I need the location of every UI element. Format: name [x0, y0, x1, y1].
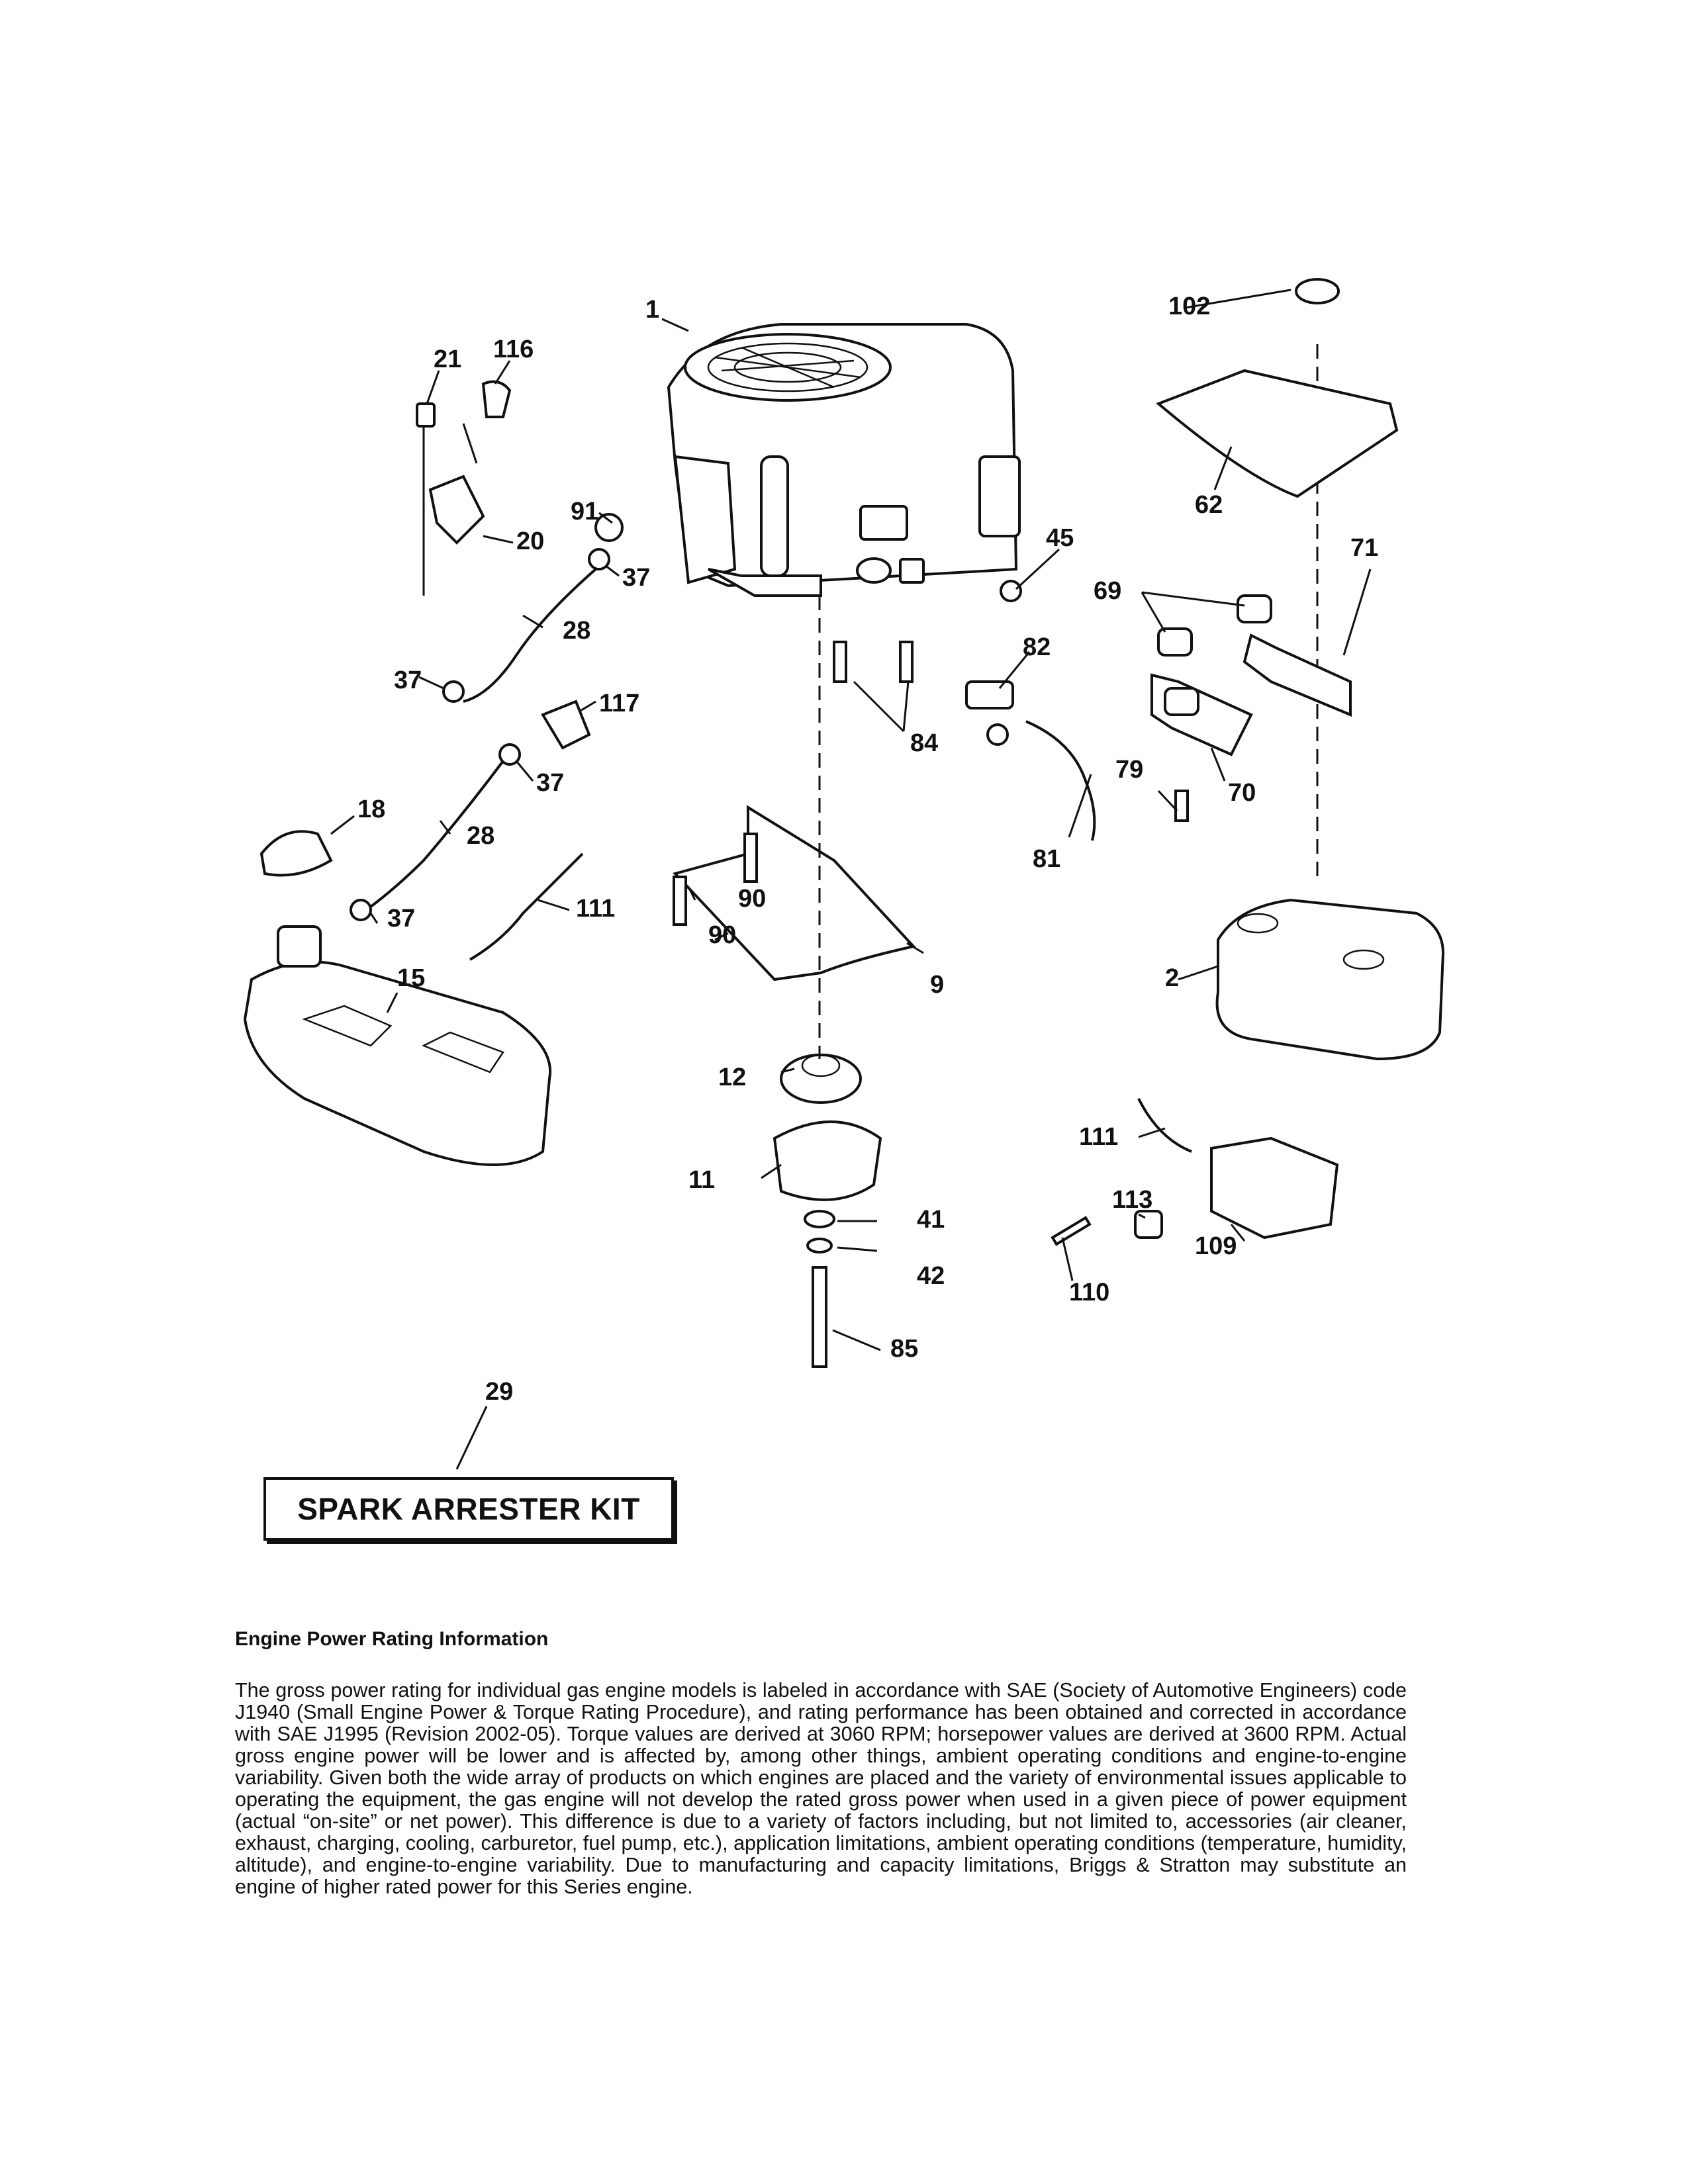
exhaust-pipe-part: [1243, 633, 1352, 717]
throttle-control-part: [416, 380, 512, 596]
callout-81: 81: [1033, 845, 1060, 873]
callout-69: 69: [1094, 577, 1121, 605]
fuel-line-part: [463, 568, 597, 703]
washer-part: [806, 1238, 833, 1253]
hose-part: [1137, 1098, 1192, 1153]
callout-18: 18: [357, 796, 385, 823]
bolt-part: [743, 833, 758, 883]
callout-37b: 37: [394, 666, 422, 694]
callout-110: 110: [1069, 1279, 1109, 1306]
callout-37d: 37: [387, 905, 415, 933]
callout-84: 84: [910, 729, 938, 757]
callout-15: 15: [397, 964, 425, 992]
callout-37a: 37: [622, 564, 650, 592]
gasket-part: [1164, 687, 1199, 716]
callout-29: 29: [485, 1378, 513, 1406]
callout-2: 2: [1165, 964, 1179, 992]
bolt-part: [833, 641, 847, 683]
spark-arrester-kit-label: SPARK ARRESTER KIT: [297, 1492, 640, 1526]
callout-9: 9: [930, 971, 944, 999]
washer-part: [804, 1210, 835, 1228]
vent-line-part: [469, 852, 584, 961]
fuel-cap-part: [259, 830, 333, 877]
pulley-part: [780, 1054, 862, 1104]
callout-91: 91: [571, 498, 598, 525]
hose-clamp-part: [350, 899, 372, 921]
fuel-line-part: [369, 760, 504, 908]
hose-part: [1025, 720, 1096, 841]
belt-guide-part: [673, 805, 916, 981]
gasket-part: [1157, 627, 1193, 657]
callout-82: 82: [1023, 633, 1051, 661]
callout-labels: 1 2 9 11 12 15 18 20 21 28 28 29 37 37 3…: [357, 293, 1378, 1406]
callout-28a: 28: [563, 617, 590, 645]
gasket-part: [1237, 594, 1272, 623]
hose-clamp-part: [442, 680, 465, 703]
nut-part: [986, 723, 1009, 746]
callout-111-vent: 111: [576, 895, 615, 923]
callout-12: 12: [718, 1064, 746, 1091]
callout-11: 11: [688, 1166, 715, 1194]
callout-28b: 28: [467, 822, 494, 850]
callout-113: 113: [1112, 1186, 1152, 1214]
callout-1: 1: [645, 296, 659, 324]
fastener-part: [1295, 278, 1340, 304]
bolt-part: [673, 876, 687, 926]
fuel-tank-part: [243, 960, 552, 1166]
hose-clamp-part: [588, 548, 610, 570]
fuel-shutoff-valve-part: [541, 700, 591, 750]
heat-shield-part: [1156, 369, 1399, 498]
electric-clutch-part: [773, 1120, 882, 1201]
callout-117: 117: [599, 690, 639, 717]
callout-111-canister: 111: [1079, 1123, 1118, 1151]
engine-part: [667, 323, 1021, 597]
fuel-tank-neck-part: [277, 925, 322, 968]
callout-85: 85: [890, 1335, 918, 1363]
bolt-part: [1174, 790, 1189, 822]
exhaust-pipe-part: [1150, 673, 1253, 756]
bolt-part: [812, 1266, 827, 1368]
leader-lines: [330, 289, 1372, 1470]
callout-71: 71: [1350, 534, 1378, 562]
callout-109: 109: [1195, 1232, 1237, 1260]
callout-37c: 37: [536, 769, 564, 797]
callout-45: 45: [1046, 524, 1074, 552]
callout-20: 20: [516, 527, 544, 555]
callout-42: 42: [917, 1262, 945, 1290]
callout-79: 79: [1115, 756, 1143, 784]
callout-21: 21: [434, 345, 461, 373]
charcoal-canister-part: [1210, 1136, 1339, 1240]
nut-part: [1000, 580, 1022, 602]
callout-102: 102: [1168, 293, 1210, 320]
cap-part: [1134, 1210, 1163, 1239]
info-body: The gross power rating for individual ga…: [235, 1679, 1407, 1898]
hose-clamp-part: [498, 743, 521, 766]
muffler-part: [1215, 898, 1445, 1061]
callout-70: 70: [1228, 779, 1256, 807]
callout-41: 41: [917, 1206, 945, 1234]
spark-arrester-kit-box: SPARK ARRESTER KIT: [263, 1477, 674, 1541]
callout-116: 116: [493, 336, 534, 363]
info-title: Engine Power Rating Information: [235, 1628, 549, 1650]
callout-90a: 90: [738, 885, 766, 913]
bolt-part: [899, 641, 914, 683]
callout-62: 62: [1195, 491, 1223, 519]
nut-part: [594, 513, 624, 542]
fuel-filter-part: [965, 680, 1014, 709]
callout-90b: 90: [708, 921, 736, 949]
fitting-part: [1051, 1216, 1092, 1246]
